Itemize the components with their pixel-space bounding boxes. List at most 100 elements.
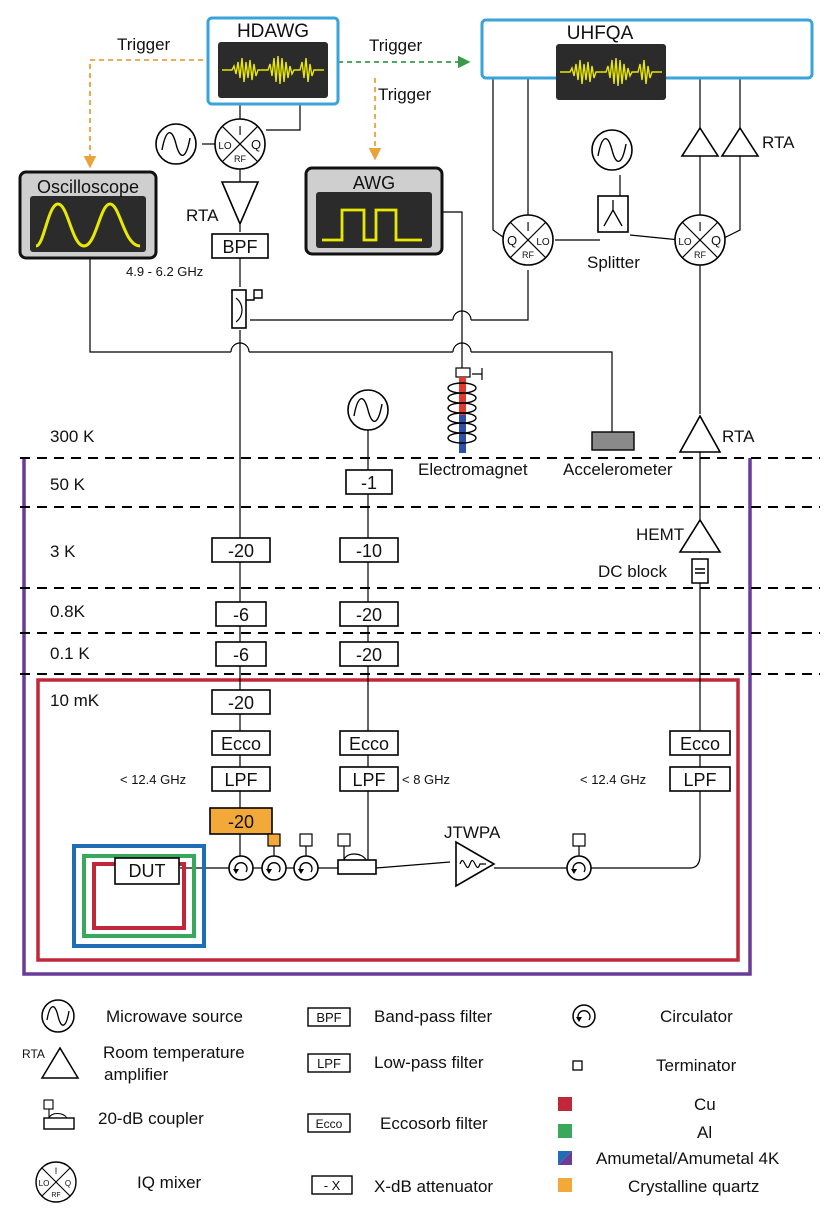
drive-line-components: -20 -6 -6 -20 Ecco LPF -20 xyxy=(209,537,273,835)
legend-ecco-icon-label: Ecco xyxy=(316,1117,343,1131)
stage-label-300k: 300 K xyxy=(50,427,95,446)
jtwpa: JTWPA xyxy=(444,823,501,888)
bpf-range-label: 4.9 - 6.2 GHz xyxy=(126,264,203,279)
mixer-drive-q: Q xyxy=(251,137,261,152)
pump-att-3k: -10 xyxy=(356,541,382,561)
stage-label-0-8k: 0.8K xyxy=(50,602,86,621)
iq-mixer-uhf-left: I Q LO RF xyxy=(502,214,554,266)
legend-quartz: Crystalline quartz xyxy=(628,1177,759,1196)
stage-label-3k: 3 K xyxy=(50,542,76,561)
mixer-drive-rf: RF xyxy=(234,154,246,164)
hdawg-waveform xyxy=(222,55,324,85)
mixer-left-rf: RF xyxy=(522,250,534,260)
trigger-label-right: Trigger xyxy=(369,36,423,55)
electromagnet-label: Electromagnet xyxy=(418,460,528,479)
trigger-to-oscilloscope xyxy=(83,59,212,169)
mixer-drive-lo: LO xyxy=(218,141,232,152)
stage-label-0-1k: 0.1 K xyxy=(50,644,90,663)
legend-microwave-source-icon xyxy=(41,999,75,1033)
mixer-left-lo: LO xyxy=(536,237,550,248)
legend-rta-icon-label: RTA xyxy=(22,1047,45,1061)
legend-amumetal: Amumetal/Amumetal 4K xyxy=(596,1149,780,1168)
pump-lpf: LPF xyxy=(352,770,385,790)
splitter: Splitter xyxy=(587,195,640,272)
mixer-right-i: I xyxy=(698,219,702,234)
drive-att-10mk: -20 xyxy=(228,693,254,713)
legend-lpf-icon xyxy=(307,1053,351,1073)
hemt-amplifier: HEMT xyxy=(636,518,722,553)
mixer-left-q: Q xyxy=(507,233,517,248)
legend-mixer-i: I xyxy=(55,1166,58,1176)
uhfqa-instrument: UHFQA xyxy=(480,18,814,100)
pump-att-01k: -20 xyxy=(356,645,382,665)
circulator-3 xyxy=(293,833,319,881)
legend: Microwave source RTA Room temperature am… xyxy=(22,999,780,1203)
legend-attenuator-icon xyxy=(311,1175,353,1195)
legend-lpf-icon-label: LPF xyxy=(317,1056,341,1071)
hdawg-label: HDAWG xyxy=(237,21,309,42)
legend-ecco-icon xyxy=(307,1113,351,1133)
legend-attenuator: X-dB attenuator xyxy=(374,1177,493,1196)
circulators xyxy=(228,833,592,881)
output-line-components: DC block Ecco LPF xyxy=(598,558,731,792)
rta-drive-amplifier: RTA xyxy=(186,181,260,227)
pump-line-components: -1 -10 -20 -20 Ecco LPF xyxy=(339,469,399,792)
lpf-left-freq: < 12.4 GHz xyxy=(120,772,186,787)
legend-quartz-swatch xyxy=(558,1178,572,1192)
drive-att-3k: -20 xyxy=(228,541,254,561)
legend-microwave-source: Microwave source xyxy=(106,1007,243,1026)
legend-cu-swatch xyxy=(558,1097,572,1111)
splitter-label: Splitter xyxy=(587,253,640,272)
drive-ecco: Ecco xyxy=(221,734,261,754)
drive-att-01k: -6 xyxy=(233,645,249,665)
circulator-4 xyxy=(566,833,592,881)
legend-bpf-icon-label: BPF xyxy=(316,1010,341,1025)
oscilloscope-instrument: Oscilloscope xyxy=(18,170,158,260)
trigger-label-down: Trigger xyxy=(378,85,432,104)
awg-label: AWG xyxy=(353,173,395,193)
drive-lpf: LPF xyxy=(224,770,257,790)
oscilloscope-waveform xyxy=(35,202,141,248)
microwave-source-uhf xyxy=(591,129,633,171)
stage-label-50k: 50 K xyxy=(50,475,86,494)
legend-iq-mixer: IQ mixer xyxy=(137,1173,202,1192)
accelerometer-label: Accelerometer xyxy=(563,460,673,479)
legend-bpf-icon xyxy=(307,1007,351,1027)
uhfqa-waveform xyxy=(560,57,662,87)
legend-rta-line1: Room temperature xyxy=(103,1043,245,1062)
rta-uhf-amplifiers: RTA xyxy=(680,126,795,157)
mixer-drive-i: I xyxy=(238,123,242,138)
coupler-room-temp xyxy=(231,289,263,329)
amumetal-4k-shield xyxy=(22,458,752,976)
electromagnet: Electromagnet xyxy=(418,367,528,479)
oscilloscope-label: Oscilloscope xyxy=(37,177,139,197)
dut-label: DUT xyxy=(129,861,166,881)
coupler-cold xyxy=(337,833,377,875)
iq-mixer-drive: I LO Q RF xyxy=(214,118,266,170)
lpf-mid-freq: < 8 GHz xyxy=(402,772,450,787)
legend-mixer-lo: LO xyxy=(39,1179,50,1188)
legend-rta-icon xyxy=(40,1046,80,1079)
bpf-box: LPF BPF xyxy=(211,233,269,259)
microwave-source-pump xyxy=(347,389,389,431)
pump-att-50k: -1 xyxy=(361,473,377,493)
rta-output-label: RTA xyxy=(722,427,755,446)
microwave-source-drive xyxy=(155,123,197,165)
output-ecco: Ecco xyxy=(680,734,720,754)
awg-instrument: AWG xyxy=(304,166,444,256)
lpf-right-freq: < 12.4 GHz xyxy=(580,772,646,787)
legend-circulator-icon xyxy=(572,1004,596,1028)
mixer-right-rf: RF xyxy=(694,250,706,260)
mixer-right-q: Q xyxy=(711,233,721,248)
legend-ecco: Eccosorb filter xyxy=(380,1114,488,1133)
cu-shield xyxy=(36,678,740,962)
output-lpf: LPF xyxy=(683,770,716,790)
circulator-2 xyxy=(261,833,287,881)
legend-al: Al xyxy=(697,1123,712,1142)
legend-rta-line2: amplifier xyxy=(104,1065,169,1084)
legend-coupler: 20-dB coupler xyxy=(98,1109,204,1128)
legend-coupler-icon xyxy=(43,1099,75,1130)
drive-att-08k: -6 xyxy=(233,605,249,625)
